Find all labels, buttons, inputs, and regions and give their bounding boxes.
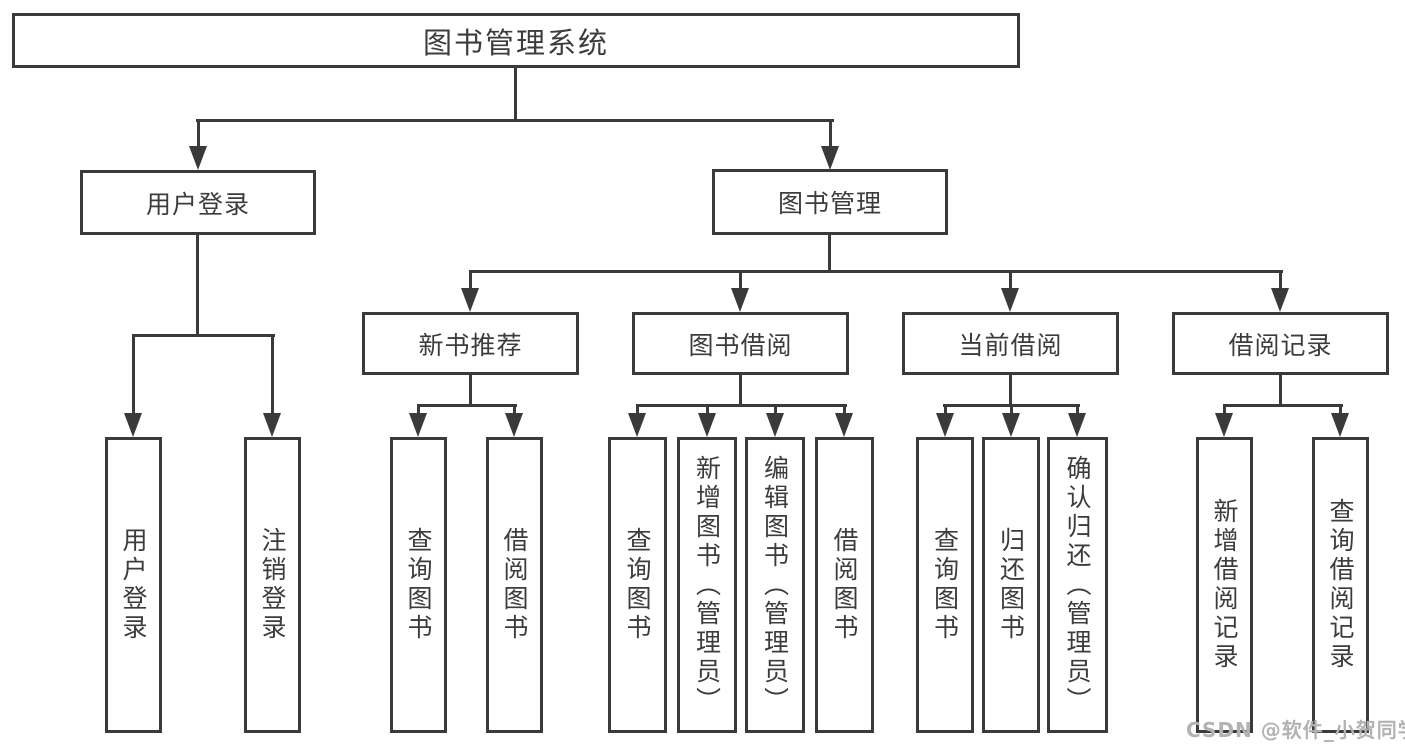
connector-line (1076, 404, 1079, 416)
node-query-books-borrow: 查询图书 (608, 437, 667, 733)
node-label: 借阅图书 (830, 527, 859, 643)
node-borrow-books: 借阅图书 (815, 437, 874, 733)
node-label: 借阅图书 (500, 527, 529, 643)
node-label: 当前借阅 (958, 330, 1063, 360)
connector-line (1009, 374, 1012, 406)
node-book-management: 图书管理 (712, 169, 948, 235)
node-label: 图书管理系统 (422, 25, 609, 60)
connector-line (1223, 404, 1226, 416)
connector-line (197, 119, 200, 149)
node-label: 用户登录 (119, 527, 148, 643)
connector-arrowhead (461, 288, 479, 312)
node-query-borrow-record: 查询借阅记录 (1312, 437, 1369, 733)
node-edit-book-admin: 编辑图书（管理员） (745, 437, 805, 733)
connector-line (513, 404, 516, 416)
node-label: 图书管理 (777, 189, 882, 218)
connector-line (739, 374, 742, 406)
connector-line (469, 270, 472, 291)
node-query-books-recommend: 查询图书 (390, 437, 447, 733)
node-label: 查询借阅记录 (1326, 498, 1355, 672)
node-add-borrow-record: 新增借阅记录 (1196, 437, 1253, 733)
connector-arrowhead (628, 413, 646, 437)
connector-arrowhead (835, 413, 853, 437)
connector-arrowhead (409, 413, 427, 437)
connector-line (469, 374, 472, 406)
node-label: 归还图书 (996, 527, 1026, 643)
connector-arrowhead (505, 413, 523, 437)
connector-line (1279, 270, 1282, 291)
node-new-book-recommendation: 新书推荐 (362, 312, 579, 375)
node-label: 注销登录 (258, 527, 287, 643)
connector-line (417, 404, 517, 407)
node-confirm-return-admin: 确认归还（管理员） (1047, 437, 1108, 733)
connector-line (1339, 404, 1342, 416)
node-logout: 注销登录 (244, 437, 301, 733)
connector-arrowhead (263, 413, 281, 437)
node-add-book-admin: 新增图书（管理员） (677, 437, 737, 733)
connector-line (417, 404, 420, 416)
node-query-books-current: 查询图书 (916, 437, 974, 733)
connector-line (636, 404, 639, 416)
connector-arrowhead (1001, 288, 1019, 312)
connector-line (1279, 374, 1282, 406)
connector-line (514, 67, 517, 122)
connector-arrowhead (124, 413, 142, 437)
connector-line (828, 234, 831, 273)
connector-line (271, 334, 274, 416)
connector-arrowhead (766, 413, 784, 437)
connector-line (132, 334, 275, 337)
node-label: 查询图书 (623, 527, 652, 643)
connector-line (1009, 270, 1012, 291)
connector-arrowhead (1331, 413, 1349, 437)
connector-line (196, 119, 834, 122)
connector-arrowhead (1271, 288, 1289, 312)
node-label: 用户登录 (145, 189, 250, 219)
node-current-borrowing: 当前借阅 (902, 312, 1119, 375)
connector-arrowhead (698, 413, 716, 437)
node-label: 新书推荐 (418, 330, 523, 360)
node-user-login-group: 用户登录 (80, 170, 316, 235)
connector-line (829, 119, 832, 149)
node-book-borrowing: 图书借阅 (632, 312, 849, 375)
connector-arrowhead (936, 413, 954, 437)
node-borrowing-records: 借阅记录 (1172, 312, 1389, 375)
connector-line (739, 270, 742, 291)
connector-line (843, 404, 846, 416)
connector-line (944, 404, 947, 416)
connector-line (469, 270, 1283, 273)
connector-arrowhead (1215, 413, 1233, 437)
node-label: 新增借阅记录 (1210, 498, 1239, 672)
node-label: 查询图书 (404, 527, 433, 643)
connector-line (1010, 404, 1013, 416)
node-label: 借阅记录 (1228, 330, 1333, 360)
node-label: 确认归还（管理员） (1063, 454, 1092, 716)
connector-line (1223, 404, 1343, 407)
node-library-management-system: 图书管理系统 (12, 13, 1020, 68)
node-user-login: 用户登录 (105, 437, 162, 733)
connector-arrowhead (1068, 413, 1086, 437)
connector-line (706, 404, 709, 416)
connector-arrowhead (821, 146, 839, 170)
connector-line (196, 234, 199, 336)
connector-line (636, 404, 847, 407)
connector-line (774, 404, 777, 416)
node-return-book: 归还图书 (982, 437, 1040, 733)
connector-arrowhead (1002, 413, 1020, 437)
node-label: 图书借阅 (688, 330, 793, 360)
connector-line (132, 334, 135, 416)
node-borrow-books-recommend: 借阅图书 (486, 437, 543, 733)
node-label: 新增图书（管理员） (692, 454, 722, 716)
connector-arrowhead (189, 146, 207, 170)
connector-arrowhead (731, 288, 749, 312)
node-label: 查询图书 (930, 527, 960, 643)
node-label: 编辑图书（管理员） (760, 454, 790, 716)
csdn-watermark: CSDN @软件_小贺同学 (1186, 718, 1405, 742)
